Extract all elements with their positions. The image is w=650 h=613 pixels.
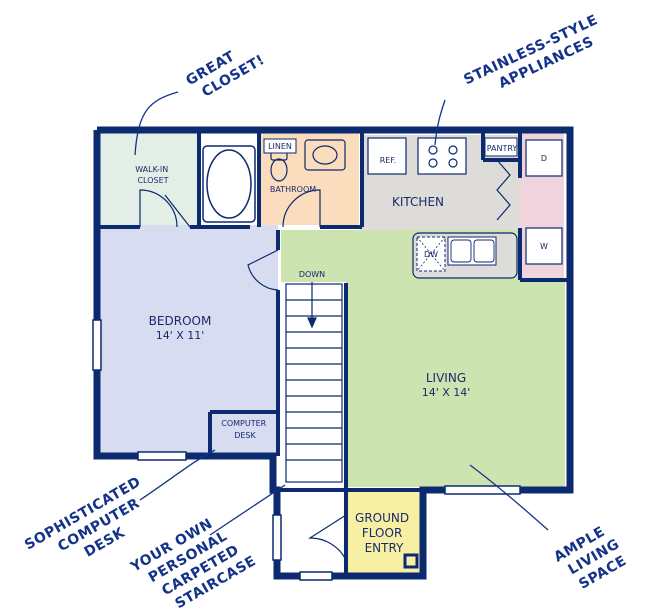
entry-corner-mark [403, 553, 419, 569]
entry-area [346, 491, 424, 573]
kitchen-island [412, 232, 518, 279]
washer-label: W [540, 242, 548, 251]
kitchen-label: KITCHEN [392, 195, 444, 209]
bedroom-size: 14' X 11' [156, 329, 205, 342]
exterior-walls [93, 126, 574, 580]
linen-label: LINEN [268, 142, 292, 151]
bathroom-label: BATHROOM [270, 185, 316, 194]
sink-icon [304, 139, 346, 171]
linen-closet [263, 138, 297, 154]
stove-icon [417, 137, 467, 175]
annotation-appliances: STAINLESS-STYLE APPLIANCES [461, 10, 612, 105]
pantry-closet [484, 137, 518, 157]
interior-walls [97, 130, 567, 576]
washer-icon [525, 227, 563, 265]
vestibule-area [280, 491, 346, 573]
computer-desk-label: COMPUTER DESK [221, 419, 269, 440]
staircase-icon [285, 282, 343, 483]
annotation-staircase: YOUR OWN PERSONAL CARPETED STAIRCASE [127, 506, 259, 613]
living-area [281, 230, 565, 487]
dw-label: DW [424, 250, 438, 259]
walkin-closet-area [100, 133, 199, 225]
living-name: LIVING [426, 371, 466, 385]
staircase-area [281, 282, 346, 487]
annotation-living-space: AMPLE LIVING SPACE [551, 518, 636, 597]
bedroom-name: BEDROOM [149, 314, 212, 328]
bathtub-icon [202, 145, 256, 223]
bedroom-area [100, 225, 278, 453]
windows [92, 319, 521, 581]
annotation-leaders [134, 91, 549, 536]
bath-tub-area [199, 140, 259, 225]
pantry-label: PANTRY [487, 144, 518, 153]
dryer-label: D [541, 154, 547, 163]
entry-label: GROUND FLOOR ENTRY [355, 511, 413, 555]
living-size: 14' X 14' [422, 386, 471, 399]
doors [139, 159, 511, 561]
dryer-icon [525, 139, 563, 177]
ref-label: REF. [380, 156, 396, 165]
walkin-closet-label: WALK-IN CLOSET [135, 165, 171, 185]
refrigerator-icon [367, 137, 407, 175]
annotation-great-closet: GREAT CLOSET! [183, 36, 267, 104]
down-label: DOWN [299, 270, 325, 279]
